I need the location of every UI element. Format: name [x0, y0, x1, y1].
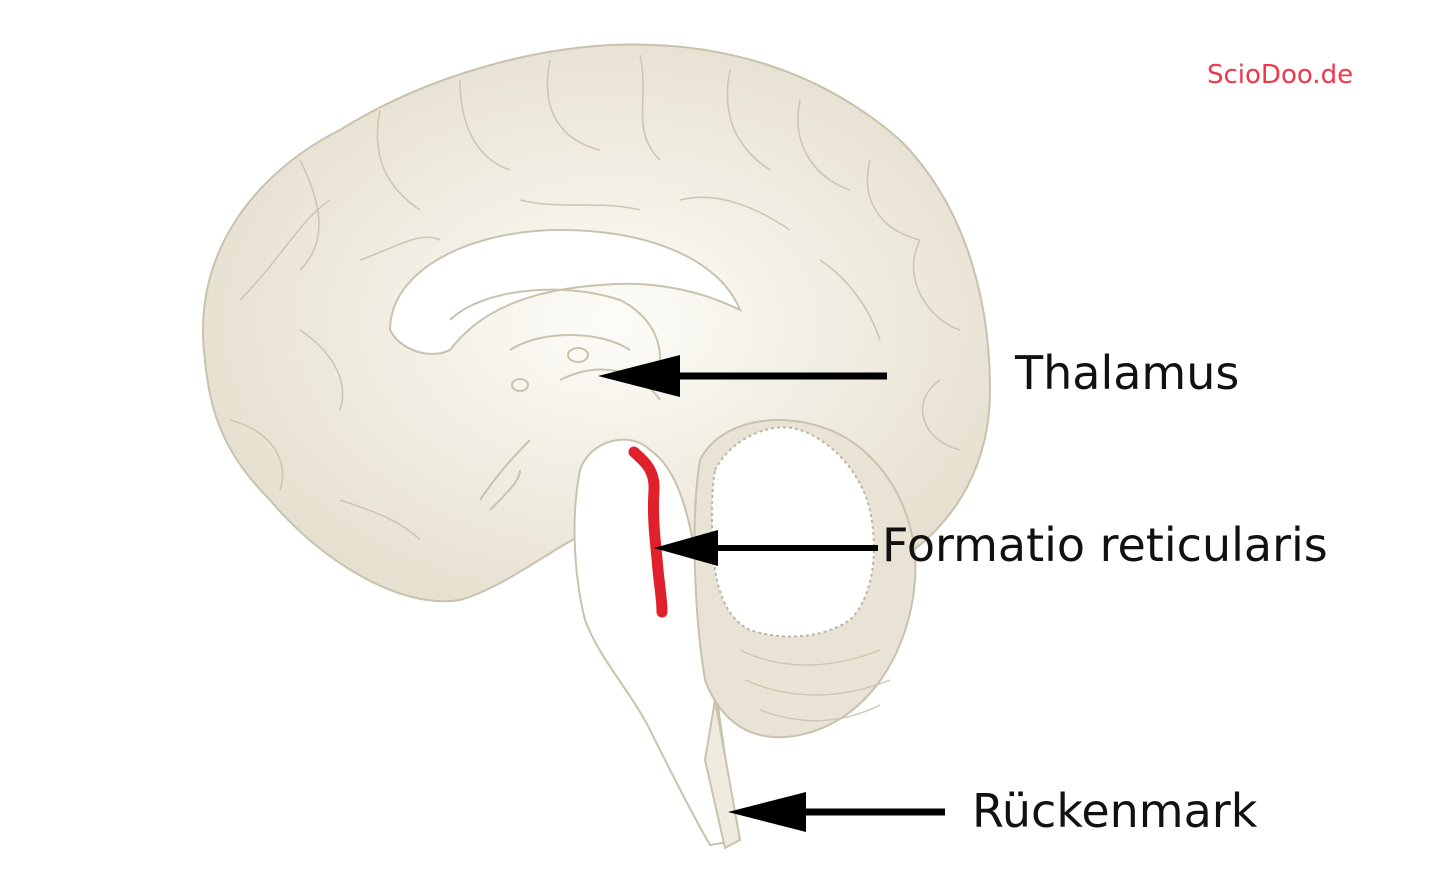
formatio-reticularis-highlight	[628, 446, 668, 618]
label-thalamus: Thalamus	[1015, 346, 1240, 400]
gyri-lines	[229, 54, 961, 541]
thalamus-arrow	[598, 355, 887, 397]
label-formatio-reticularis: Formatio reticularis	[882, 518, 1328, 572]
watermark-label: ScioDoo.de	[1207, 60, 1354, 90]
corpus-callosum	[388, 228, 742, 355]
spinal-cord	[703, 699, 742, 850]
formatio-reticularis-arrow	[654, 530, 878, 566]
label-rueckenmark: Rückenmark	[972, 784, 1258, 838]
arbor-vitae	[710, 426, 875, 638]
cerebellum-folia	[739, 649, 891, 722]
rueckenmark-arrow	[728, 792, 945, 832]
